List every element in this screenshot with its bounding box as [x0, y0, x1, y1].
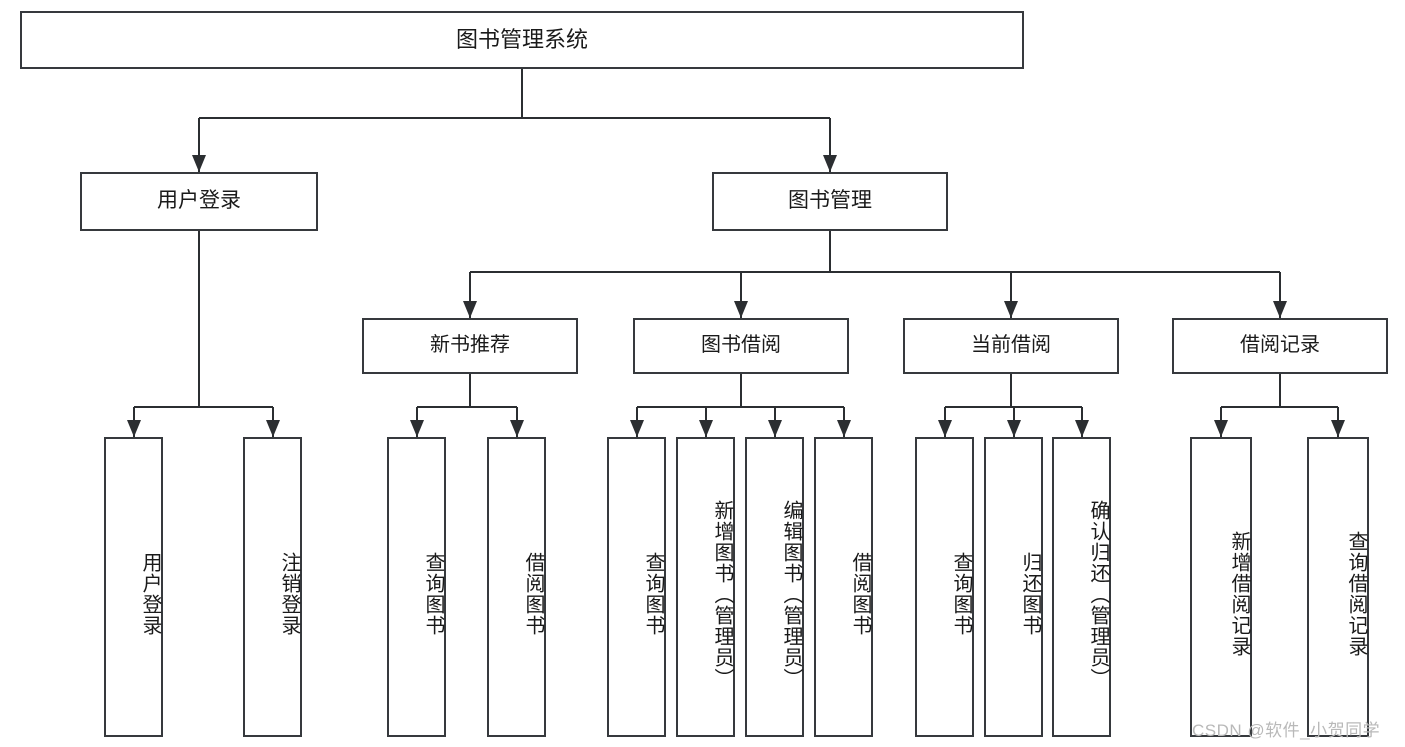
connector-arrowhead [126, 420, 141, 437]
node-borrow-record[interactable]: 借阅记录 [1172, 318, 1388, 374]
connector-new-book-recommend-stem [469, 374, 471, 407]
node-label: 用户登录 [157, 189, 241, 213]
connector-root-bus [199, 117, 830, 119]
node-leaf-logout[interactable]: 注销登录 [243, 437, 302, 737]
node-label: 新书推荐 [430, 334, 510, 357]
connector-book-borrow-stem [740, 374, 742, 407]
node-current-borrow[interactable]: 当前借阅 [903, 318, 1119, 374]
node-leaf-return-book[interactable]: 归还图书 [984, 437, 1043, 737]
connector-book-manage-stem [829, 231, 831, 272]
node-leaf-add-book[interactable]: 新增图书（管理员） [676, 437, 735, 737]
connector-arrowhead [1273, 301, 1287, 318]
node-leaf-query-book-2[interactable]: 查询图书 [607, 437, 666, 737]
connector-to-new-book-recommend [469, 272, 471, 318]
node-label: 借阅记录 [1240, 334, 1320, 357]
connector-arrowhead [463, 301, 477, 318]
connector-arrowhead [265, 420, 280, 437]
connector-user-login-stem [198, 231, 200, 407]
connector-arrowhead [192, 155, 206, 172]
node-label: 注销登录 [278, 552, 300, 636]
connector-borrow-record-stem [1279, 374, 1281, 407]
connector-arrowhead [629, 420, 644, 437]
node-leaf-borrow-book-1[interactable]: 借阅图书 [487, 437, 546, 737]
connector-arrowhead [1006, 420, 1021, 437]
node-leaf-confirm-return[interactable]: 确认归还（管理员） [1052, 437, 1111, 737]
node-label: 归还图书 [1019, 552, 1041, 636]
connector-arrowhead [767, 420, 782, 437]
node-leaf-query-book-3[interactable]: 查询图书 [915, 437, 974, 737]
connector-arrowhead [1004, 301, 1018, 318]
node-label: 图书借阅 [701, 334, 781, 357]
node-label: 新增借阅记录 [1228, 531, 1250, 657]
connector-arrowhead [509, 420, 524, 437]
connector-to-book-borrow [740, 272, 742, 318]
connector-book-borrow-bus [636, 406, 844, 408]
node-label: 查询图书 [422, 552, 444, 636]
node-leaf-query-record[interactable]: 查询借阅记录 [1307, 437, 1369, 737]
connector-arrowhead [734, 301, 748, 318]
node-label: 用户登录 [139, 552, 161, 636]
node-leaf-user-login[interactable]: 用户登录 [104, 437, 163, 737]
node-book-borrow[interactable]: 图书借阅 [633, 318, 849, 374]
connector-book-manage-bus [470, 271, 1280, 273]
node-leaf-edit-book[interactable]: 编辑图书（管理员） [745, 437, 804, 737]
node-label: 查询图书 [950, 552, 972, 636]
connector-arrowhead [1074, 420, 1089, 437]
node-new-book-recommend[interactable]: 新书推荐 [362, 318, 578, 374]
node-leaf-borrow-book-2[interactable]: 借阅图书 [814, 437, 873, 737]
connector-user-login-bus [133, 406, 273, 408]
node-root[interactable]: 图书管理系统 [20, 11, 1024, 69]
connector-to-current-borrow [1010, 272, 1012, 318]
connector-to-book-manage [829, 118, 831, 172]
connector-arrowhead [937, 420, 952, 437]
connector-root-stem [521, 69, 523, 118]
node-label: 确认归还（管理员） [1087, 499, 1109, 689]
connector-borrow-record-bus [1221, 406, 1338, 408]
connector-current-borrow-stem [1010, 374, 1012, 407]
node-book-manage[interactable]: 图书管理 [712, 172, 948, 231]
connector-to-borrow-record [1279, 272, 1281, 318]
node-label: 借阅图书 [522, 552, 544, 636]
connector-arrowhead [698, 420, 713, 437]
connector-new-book-recommend-bus [416, 406, 517, 408]
node-label: 图书管理系统 [455, 27, 588, 53]
node-label: 新增图书（管理员） [711, 499, 733, 689]
connector-arrowhead [1331, 420, 1345, 437]
connector-arrowhead [823, 155, 837, 172]
node-label: 当前借阅 [971, 334, 1051, 357]
node-label: 查询图书 [642, 552, 664, 636]
connector-arrowhead [409, 420, 424, 437]
node-leaf-query-book-1[interactable]: 查询图书 [387, 437, 446, 737]
node-label: 图书管理 [788, 189, 872, 213]
connector-arrowhead [1214, 420, 1228, 437]
node-label: 编辑图书（管理员） [780, 499, 802, 689]
node-leaf-add-record[interactable]: 新增借阅记录 [1190, 437, 1252, 737]
node-user-login[interactable]: 用户登录 [80, 172, 318, 231]
connector-arrowhead [836, 420, 851, 437]
node-label: 借阅图书 [849, 552, 871, 636]
connector-to-user-login [198, 118, 200, 172]
node-label: 查询借阅记录 [1345, 531, 1367, 657]
